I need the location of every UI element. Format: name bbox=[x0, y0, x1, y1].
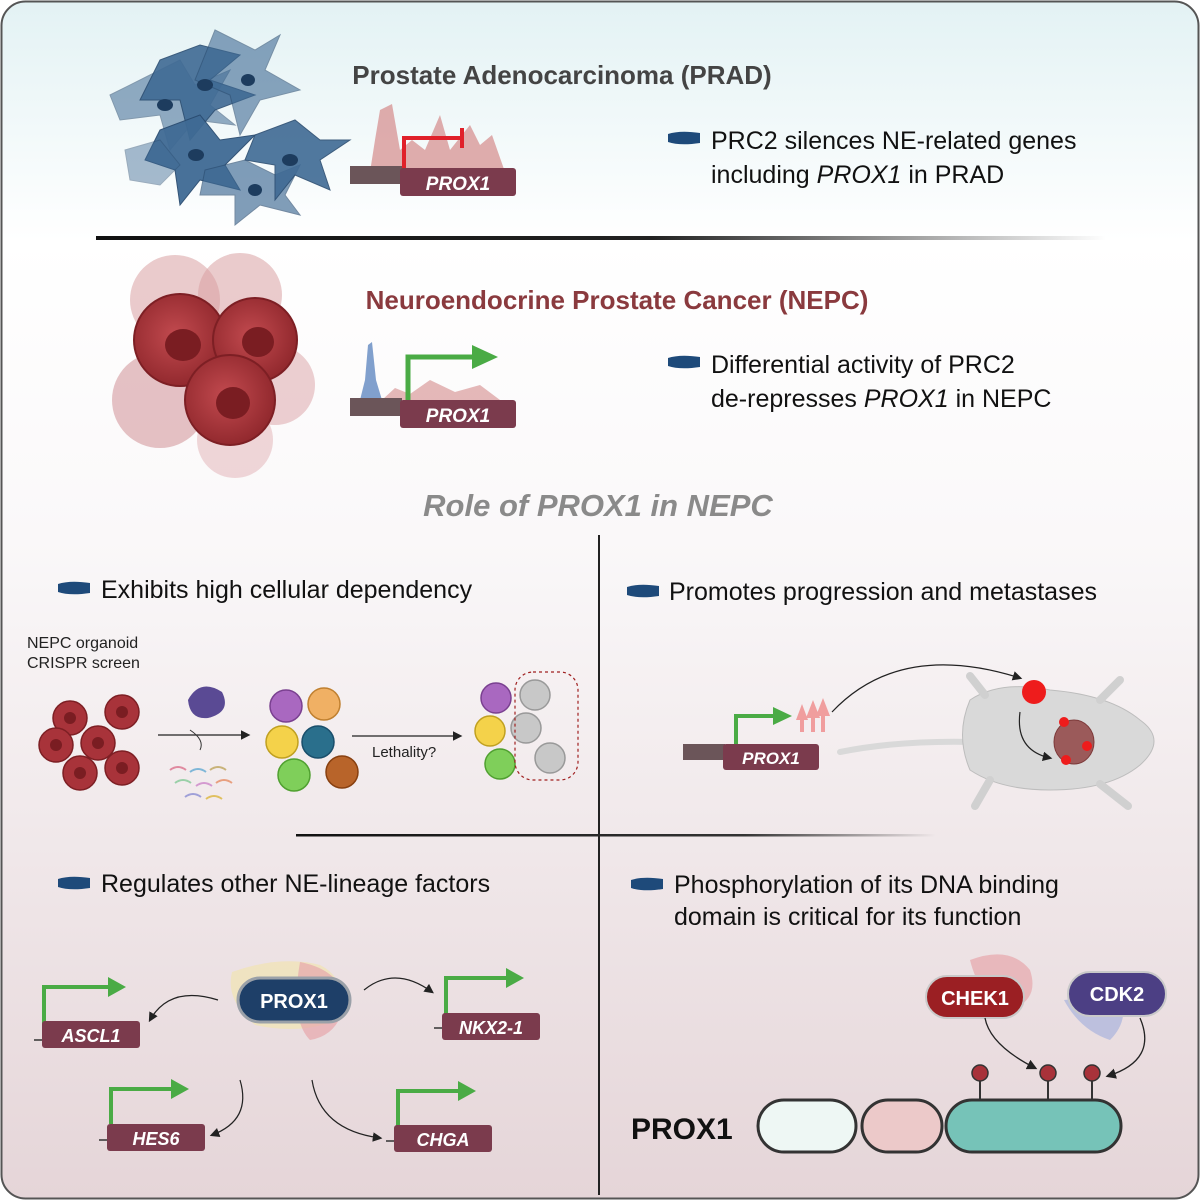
target-gene-ascl1: ASCL1 bbox=[34, 977, 140, 1048]
prad-promoter bbox=[350, 166, 402, 184]
nepc-gene-label: PROX1 bbox=[426, 406, 490, 427]
nepc-chip-peak bbox=[382, 380, 500, 400]
depleted-cells-outline bbox=[514, 671, 579, 781]
prad-gene-label: PROX1 bbox=[426, 174, 490, 195]
metastasis-dot bbox=[1082, 741, 1092, 751]
nepc-note-line2: de-represses PROX1 in NEPC bbox=[711, 385, 1051, 413]
cdk2-kinase: CDK2 bbox=[1064, 971, 1167, 1040]
regulation-heading: Regulates other NE-lineage factors bbox=[101, 870, 490, 898]
metastasis-dot bbox=[1059, 717, 1069, 727]
arrow-to-chga bbox=[311, 1079, 383, 1142]
section-divider bbox=[96, 236, 1106, 240]
nepc-arrowhead bbox=[472, 345, 498, 369]
prad-note-line1: PRC2 silences NE-related genes bbox=[711, 127, 1076, 155]
metastasis-heading: Promotes progression and metastases bbox=[669, 578, 1097, 606]
screen-label-line1: NEPC organoid bbox=[27, 635, 138, 652]
nepc-note-line1: Differential activity of PRC2 bbox=[711, 351, 1015, 379]
dependency-heading: Exhibits high cellular dependency bbox=[101, 576, 473, 604]
target-gene-chga: CHGA bbox=[386, 1081, 492, 1152]
domain-2 bbox=[860, 1098, 944, 1154]
prad-repression-symbol bbox=[402, 128, 464, 170]
dependency-bullet-icon bbox=[58, 581, 90, 595]
target-gene-hes6: HES6 bbox=[99, 1079, 205, 1151]
cas9-icon bbox=[188, 686, 225, 719]
prox1-factor: PROX1 bbox=[230, 961, 352, 1040]
spread-arrow bbox=[1018, 711, 1053, 762]
prox1-center-label: PROX1 bbox=[260, 991, 328, 1013]
prad-gene-locus: PROX1 bbox=[350, 104, 516, 196]
phospho-bullet-icon bbox=[631, 877, 663, 891]
mouse-model-icon bbox=[837, 672, 1155, 810]
lethality-label: Lethality? bbox=[372, 744, 436, 761]
target-gene-nkx2-1: NKX2-1 bbox=[434, 968, 540, 1040]
gene-label-nkx2-1: NKX2-1 bbox=[459, 1018, 523, 1038]
phospho-heading-line2: domain is critical for its function bbox=[674, 903, 1021, 931]
dna-binding-domain bbox=[944, 1098, 1123, 1154]
cdk2-arrow bbox=[1105, 1017, 1146, 1079]
nepc-open-chromatin-peak bbox=[360, 342, 382, 400]
metastasis-gene-locus: PROX1 bbox=[683, 698, 830, 770]
metastasis-bullet-icon bbox=[627, 584, 659, 598]
gene-label-ascl1: ASCL1 bbox=[60, 1026, 120, 1046]
phospho-heading-line1: Phosphorylation of its DNA binding bbox=[674, 871, 1059, 899]
role-title: Role of PROX1 in NEPC bbox=[423, 488, 773, 523]
upregulation-arrows-icon bbox=[796, 698, 830, 732]
metastasis-arrowhead bbox=[773, 707, 792, 725]
gene-label-hes6: HES6 bbox=[132, 1129, 180, 1149]
nepc-gene-locus: PROX1 bbox=[350, 342, 516, 428]
arrow-to-nkx2-1 bbox=[363, 977, 434, 994]
primary-tumor-dot bbox=[1022, 680, 1046, 704]
prad-bullet-icon bbox=[668, 131, 700, 145]
metastasis-curve-arrow bbox=[831, 664, 1023, 713]
quadrant-horizontal-divider bbox=[296, 834, 936, 837]
nepc-cell-cluster bbox=[112, 253, 315, 478]
prad-gene-box bbox=[400, 168, 516, 196]
prad-title: Prostate Adenocarcinoma (PRAD) bbox=[352, 60, 771, 90]
screen-arrow-curl bbox=[189, 729, 202, 751]
edited-cell-population bbox=[265, 687, 359, 792]
chek1-kinase: CHEK1 bbox=[925, 954, 1033, 1019]
organoid-nuclei bbox=[50, 706, 128, 779]
phospho-sites bbox=[971, 1064, 1101, 1100]
prox1-domain-map bbox=[756, 1098, 1123, 1154]
prad-note-line2: including PROX1 in PRAD bbox=[711, 161, 1004, 189]
arrow-to-hes6 bbox=[209, 1079, 244, 1137]
gene-label-chga: CHGA bbox=[417, 1130, 470, 1150]
nepc-title: Neuroendocrine Prostate Cancer (NEPC) bbox=[366, 285, 869, 315]
post-screen-cells bbox=[474, 679, 566, 780]
prad-cell-nuclei bbox=[157, 74, 298, 196]
nepc-bullet-icon bbox=[668, 355, 700, 369]
arrow-to-ascl1 bbox=[148, 994, 219, 1023]
regulation-bullet-icon bbox=[58, 876, 90, 890]
nepc-gene-box bbox=[400, 400, 516, 428]
protein-label: PROX1 bbox=[631, 1113, 733, 1146]
nepc-activation-arrow bbox=[405, 354, 475, 400]
metastasis-dot bbox=[1061, 755, 1071, 765]
domain-1 bbox=[756, 1098, 858, 1154]
metastasis-gene-label: PROX1 bbox=[742, 749, 800, 768]
screen-label-line2: CRISPR screen bbox=[27, 655, 140, 672]
cdk2-label: CDK2 bbox=[1090, 984, 1144, 1006]
sgrna-library-icon bbox=[169, 766, 233, 800]
chek1-label: CHEK1 bbox=[941, 988, 1009, 1010]
chek1-arrow bbox=[984, 1017, 1038, 1070]
nepc-promoter bbox=[350, 398, 402, 416]
